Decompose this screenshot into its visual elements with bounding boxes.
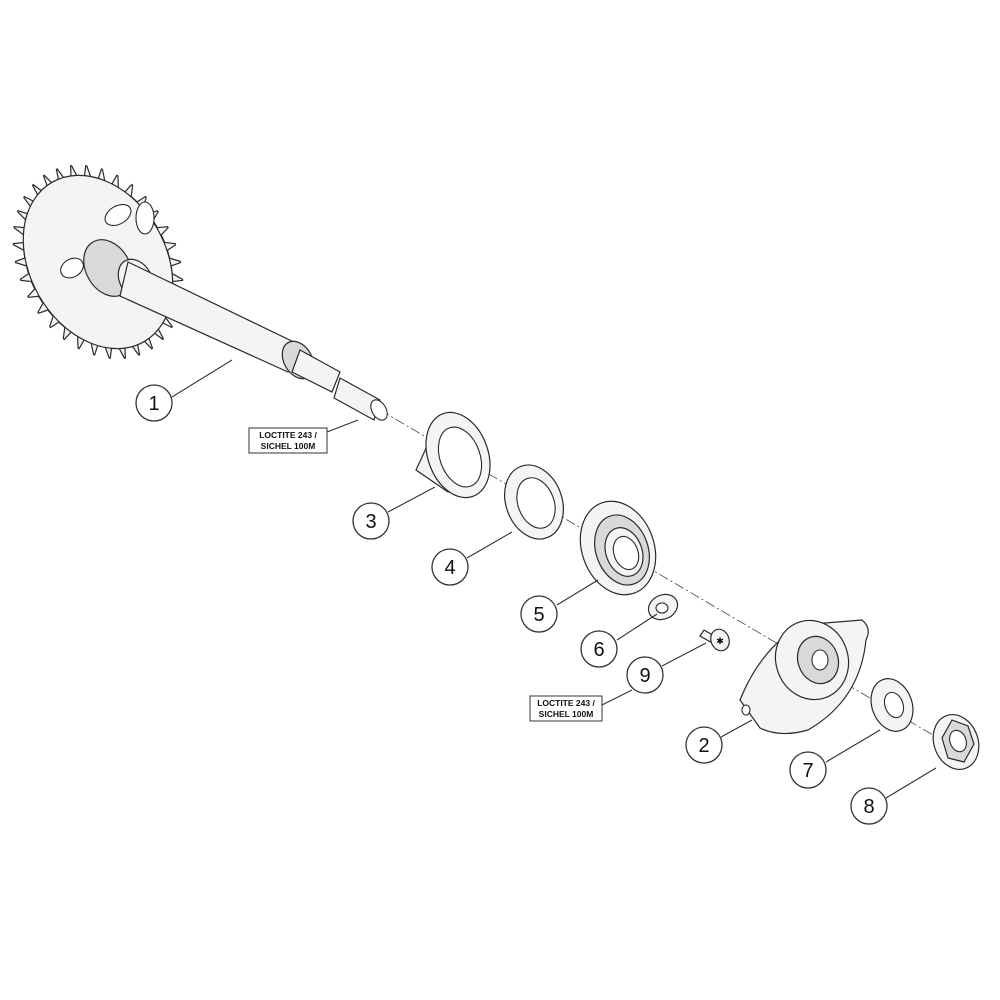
- lever-hub-hole: [811, 649, 829, 671]
- callout-9: 9: [626, 656, 664, 694]
- callout-6: 6: [580, 630, 618, 668]
- svg-text:8: 8: [863, 796, 874, 818]
- svg-text:7: 7: [802, 760, 813, 782]
- part-4-seal-ring: [504, 464, 564, 540]
- svg-text:6: 6: [593, 639, 604, 661]
- gear-window-3: [60, 257, 84, 279]
- leader-8: [885, 767, 937, 799]
- svg-text:9: 9: [639, 665, 650, 687]
- washer-hole: [883, 691, 905, 719]
- callout-1: 1: [135, 384, 173, 422]
- svg-text:4: 4: [444, 557, 455, 579]
- part-6-tab-washer: [647, 593, 679, 621]
- part-2-crank-lever: [739, 619, 869, 735]
- leader-2: [720, 719, 753, 738]
- part-3-sleeve: [415, 411, 491, 499]
- svg-text:2: 2: [698, 735, 709, 757]
- seal-bore: [516, 477, 556, 529]
- svg-text:SICHEL 100M: SICHEL 100M: [261, 441, 316, 451]
- nut-bore: [949, 729, 967, 753]
- leader-3: [387, 486, 436, 513]
- svg-text:3: 3: [365, 511, 376, 533]
- callout-4: 4: [431, 548, 469, 586]
- shaft-tip: [333, 377, 381, 421]
- part-8-flange-nut: [932, 714, 980, 770]
- leader-note-2: [601, 689, 633, 706]
- part-1-gear-shaft: [12, 165, 388, 421]
- shaft-tip-end: [370, 399, 388, 421]
- svg-text:SICHEL 100M: SICHEL 100M: [539, 709, 594, 719]
- callout-8: 8: [850, 787, 888, 825]
- tab-washer-hole: [655, 602, 669, 614]
- leader-4: [466, 531, 513, 559]
- part-9-screw: ✱: [699, 628, 730, 652]
- callout-5: 5: [520, 595, 558, 633]
- svg-text:5: 5: [533, 604, 544, 626]
- callout-7: 7: [789, 751, 827, 789]
- screw-drive-icon: ✱: [716, 637, 724, 647]
- sleeve-bore: [437, 426, 483, 488]
- leader-9: [661, 642, 707, 667]
- loctite-note-1: LOCTITE 243 / SICHEL 100M: [248, 427, 328, 454]
- gear-window-1: [104, 203, 132, 227]
- leader-note-1: [326, 419, 359, 433]
- svg-text:1: 1: [148, 393, 159, 415]
- loctite-note-2: LOCTITE 243 / SICHEL 100M: [529, 695, 603, 722]
- part-7-washer: [870, 678, 914, 732]
- gear-window-2: [135, 201, 155, 235]
- callout-2: 2: [685, 726, 723, 764]
- svg-text:LOCTITE 243 /: LOCTITE 243 /: [537, 698, 595, 708]
- lever-pin-hole: [741, 704, 751, 716]
- bearing-bore: [612, 535, 640, 571]
- leader-1: [171, 359, 233, 398]
- leader-lines: [171, 359, 937, 799]
- part-5-bearing: [579, 500, 657, 596]
- leader-7: [825, 729, 881, 763]
- callout-3: 3: [352, 502, 390, 540]
- screw-head: [710, 628, 730, 652]
- shaft-body: [119, 261, 301, 373]
- shaft-step: [291, 349, 341, 393]
- leader-5: [556, 579, 599, 606]
- leader-6: [616, 613, 658, 641]
- svg-text:LOCTITE 243 /: LOCTITE 243 /: [259, 430, 317, 440]
